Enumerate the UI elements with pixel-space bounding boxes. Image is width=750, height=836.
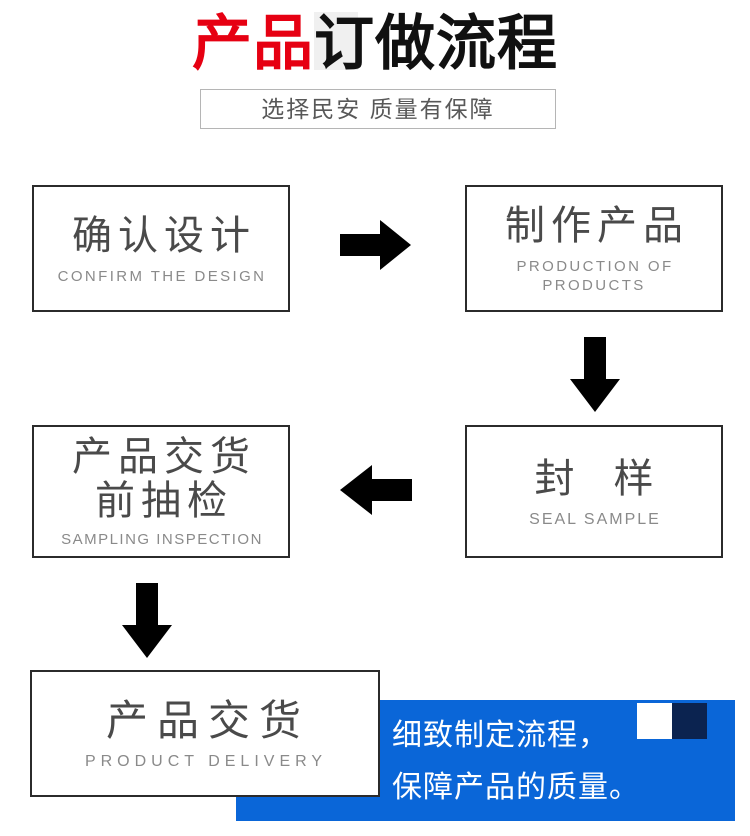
step-box-production-of-products: 制作产品 PRODUCTION OF PRODUCTS (465, 185, 723, 312)
page-title-red: 产品 (192, 10, 314, 77)
arrow-left-icon (338, 463, 412, 522)
step-box-product-delivery: 产品交货 PRODUCT DELIVERY (30, 670, 380, 797)
arrow-down-icon (568, 337, 622, 418)
step-title-en: CONFIRM THE DESIGN (57, 267, 267, 285)
arrow-right-icon (340, 218, 412, 277)
page-title: 产品订做流程 (0, 8, 750, 80)
swatch-navy-icon (672, 703, 707, 739)
arrow-down-icon (120, 583, 174, 664)
swatch-group (637, 703, 707, 739)
page-title-black: 订做流程 (314, 10, 558, 77)
header: 产品订做流程 选择民安 质量有保障 (0, 0, 750, 170)
step-title-en: PRODUCT DELIVERY (84, 752, 328, 770)
subtitle-box: 选择民安 质量有保障 (200, 89, 556, 129)
banner-text-line1: 细致制定流程， (392, 719, 609, 752)
banner-text: 细致制定流程， 保障产品的质量。 (392, 710, 732, 814)
step-title-en: SEAL SAMPLE (529, 510, 661, 528)
step-title-en: SAMPLING INSPECTION (61, 530, 263, 548)
step-title-cn-line1: 产品交货 (72, 434, 256, 479)
banner-text-line2: 保障产品的质量。 (392, 771, 640, 804)
step-box-sampling-inspection: 产品交货 前抽检 SAMPLING INSPECTION (32, 425, 290, 558)
step-title-cn: 封 样 (534, 456, 668, 501)
step-title-cn-line2: 前抽检 (95, 478, 233, 523)
step-box-confirm-design: 确认设计 CONFIRM THE DESIGN (32, 185, 290, 312)
step-box-seal-sample: 封 样 SEAL SAMPLE (465, 425, 723, 558)
title-highlight-block (314, 12, 358, 70)
swatch-white-icon (637, 703, 672, 739)
step-title-cn: 确认设计 (72, 213, 256, 258)
step-title-en: PRODUCTION OF PRODUCTS (516, 258, 674, 294)
step-title-cn: 制作产品 (505, 204, 689, 248)
step-title-cn: 产品交货 (105, 696, 310, 744)
subtitle-text: 选择民安 质量有保障 (261, 96, 495, 122)
